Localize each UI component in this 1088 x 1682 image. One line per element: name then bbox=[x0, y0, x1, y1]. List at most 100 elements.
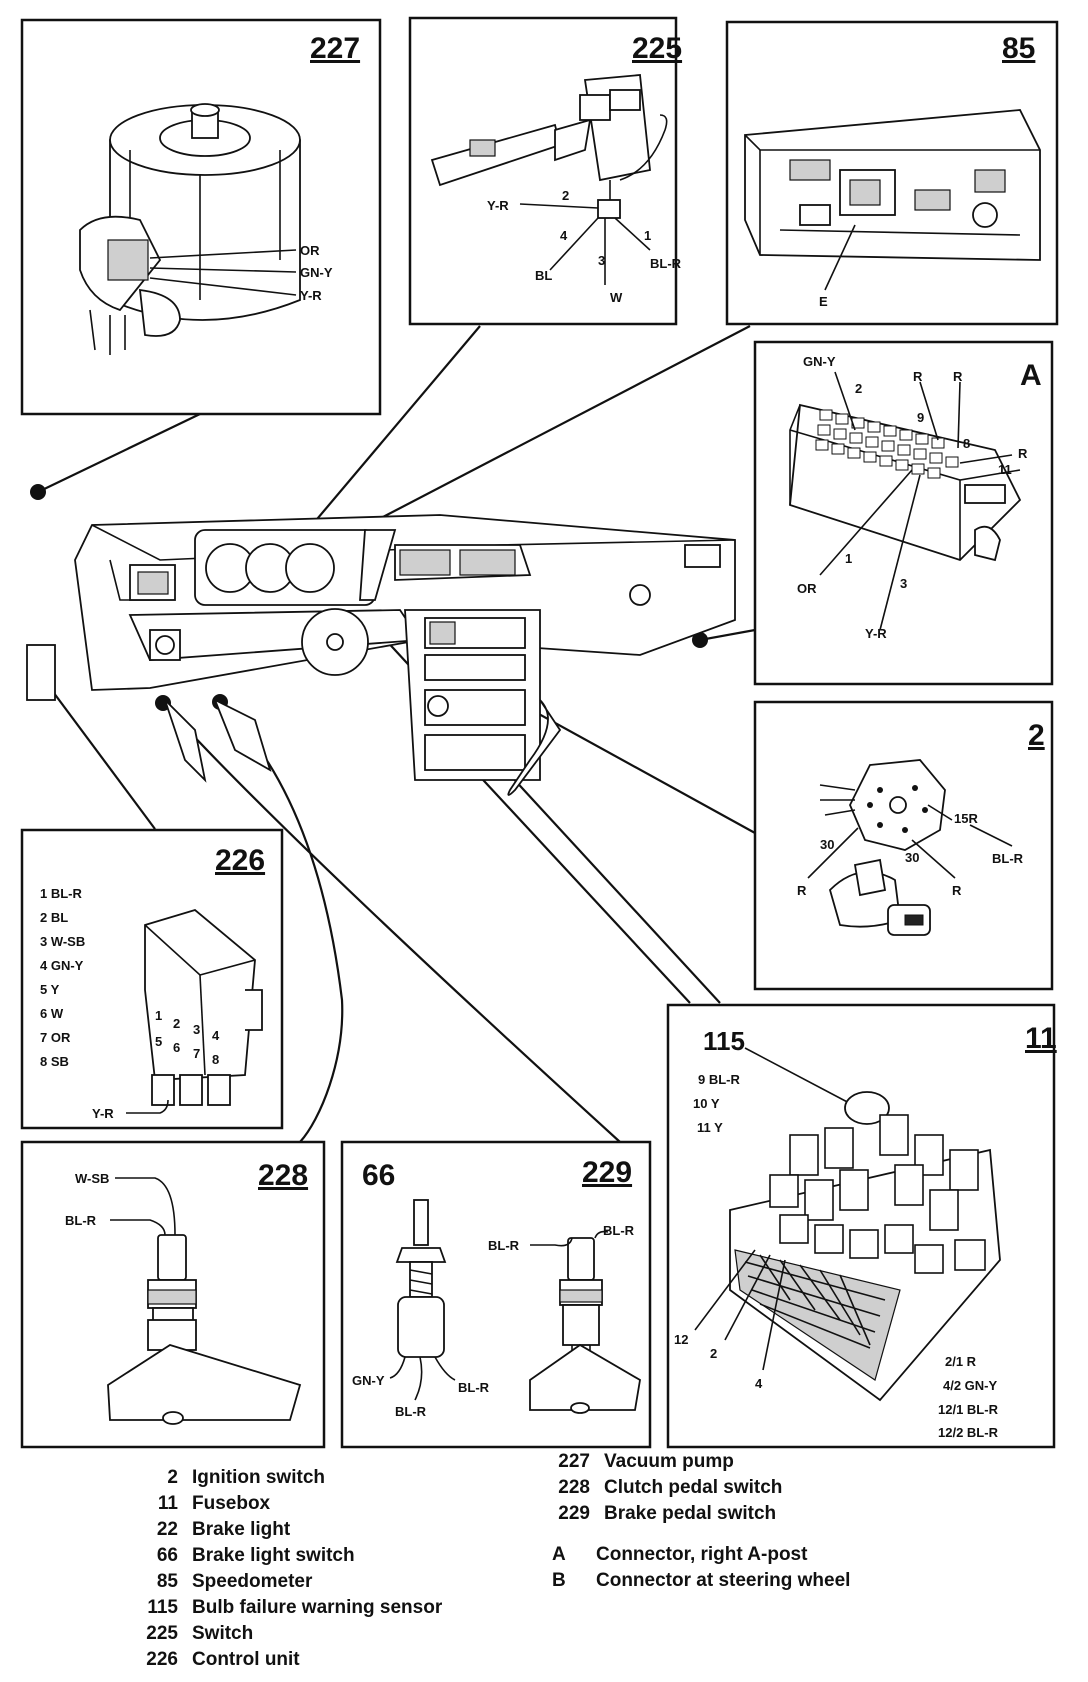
wire-label-bl: BL bbox=[535, 268, 552, 283]
pin-list-item: 6 W bbox=[40, 1006, 64, 1021]
fuse-list2-item: 2/1 R bbox=[945, 1354, 977, 1369]
pin-label-4: 4 bbox=[755, 1376, 763, 1391]
wire-label-w-sb: W-SB bbox=[75, 1171, 109, 1186]
pin-1: 1 bbox=[155, 1008, 162, 1023]
fuse-list-item: 10 Y bbox=[693, 1096, 720, 1111]
fuse-list2-item: 12/2 BL-R bbox=[938, 1425, 999, 1440]
wire-label-bl-r: BL-R bbox=[458, 1380, 490, 1395]
pin-label-4: 4 bbox=[560, 228, 568, 243]
box-226: 226 1 BL-R 2 BL 3 W-SB 4 GN-Y 5 Y 6 W 7 … bbox=[20, 828, 284, 1130]
pin-label-2: 2 bbox=[855, 381, 862, 396]
pin-8: 8 bbox=[212, 1052, 219, 1067]
box-229-number: 229 bbox=[582, 1156, 632, 1189]
fuse-list2-item: 4/2 GN-Y bbox=[943, 1378, 998, 1393]
switch-drawing bbox=[430, 74, 668, 219]
wire-label-r: R bbox=[953, 369, 963, 384]
wire-label-bl-r: BL-R bbox=[488, 1238, 520, 1253]
pin-5: 5 bbox=[155, 1034, 162, 1049]
box-2: 2 15R BL-R 30 30 R R bbox=[753, 700, 1054, 991]
pin-label-2: 2 bbox=[710, 1346, 717, 1361]
box-227: 227 OR GN-Y Y-R bbox=[20, 18, 382, 416]
wire-label-or: OR bbox=[300, 243, 320, 258]
wire-label-r: R bbox=[797, 883, 807, 898]
wire-label-gn-y: GN-Y bbox=[352, 1373, 385, 1388]
wire-label-gn-y: GN-Y bbox=[300, 265, 333, 280]
dashboard-illustration bbox=[26, 514, 736, 796]
box-11-number: 11 bbox=[1025, 1022, 1057, 1055]
wire-label-r: R bbox=[913, 369, 923, 384]
pin-2: 2 bbox=[173, 1016, 180, 1031]
box-228-number: 228 bbox=[258, 1159, 308, 1192]
pin-list-item: 1 BL-R bbox=[40, 886, 83, 901]
legend-spacer bbox=[552, 1527, 850, 1542]
fuse-list-item: 9 BL-R bbox=[698, 1072, 741, 1087]
wire-label-or: OR bbox=[797, 581, 817, 596]
pin-label-12: 12 bbox=[674, 1332, 688, 1347]
pin-list-item: 7 OR bbox=[40, 1030, 71, 1045]
fuse-list-item: 11 Y bbox=[697, 1120, 723, 1135]
box-a: A bbox=[753, 340, 1054, 686]
box-2-number: 2 bbox=[1028, 719, 1045, 752]
pin-label-30: 30 bbox=[820, 837, 834, 852]
brake-pedal-switch-drawing bbox=[529, 1237, 641, 1414]
pin-4: 4 bbox=[212, 1028, 220, 1043]
pin-label-1: 1 bbox=[644, 228, 651, 243]
wire-label-bl-r: BL-R bbox=[603, 1223, 635, 1238]
wire-label-15r: 15R bbox=[954, 811, 978, 826]
speedometer-drawing bbox=[744, 109, 1041, 261]
fusebox-drawing bbox=[729, 1091, 1001, 1402]
pin-label-3: 3 bbox=[900, 576, 907, 591]
wire-label-bl-r: BL-R bbox=[650, 256, 682, 271]
wire-label-r: R bbox=[1018, 446, 1028, 461]
box-a-number: A bbox=[1020, 359, 1042, 392]
pin-label-2: 2 bbox=[562, 188, 569, 203]
box-225-number: 225 bbox=[632, 32, 682, 65]
brake-light-switch-drawing bbox=[395, 1199, 447, 1358]
wire-label-bl-r: BL-R bbox=[395, 1404, 427, 1419]
box-227-number: 227 bbox=[310, 32, 360, 65]
box-229: 66 229 BL-R BL-R GN-Y BL-R BL-R bbox=[340, 1140, 652, 1449]
wire-label-y-r: Y-R bbox=[300, 288, 322, 303]
pin-7: 7 bbox=[193, 1046, 200, 1061]
pin-label-9: 9 bbox=[917, 410, 924, 425]
wire-label-w: W bbox=[610, 290, 623, 305]
pin-list-item: 8 SB bbox=[40, 1054, 69, 1069]
pin-list-item: 3 W-SB bbox=[40, 934, 85, 949]
box-228: 228 W-SB BL-R bbox=[20, 1140, 326, 1449]
wire-label-gn-y: GN-Y bbox=[803, 354, 836, 369]
brake-light-switch-number: 66 bbox=[362, 1159, 395, 1192]
sensor-number-115: 115 bbox=[703, 1026, 745, 1056]
wire-label-y-r: Y-R bbox=[487, 198, 509, 213]
fuse-list2-item: 12/1 BL-R bbox=[938, 1402, 999, 1417]
pin-list-item: 4 GN-Y bbox=[40, 958, 84, 973]
box-225: 225 Y-R 2 4 BL 3 W 1 BL-R bbox=[408, 16, 682, 326]
box-85-number: 85 bbox=[1002, 32, 1035, 65]
wire-label-y-r: Y-R bbox=[92, 1106, 114, 1121]
box-226-number: 226 bbox=[215, 844, 265, 877]
ignition-switch-drawing bbox=[819, 759, 946, 936]
pin-label-3: 3 bbox=[598, 253, 605, 268]
connector-drawing bbox=[789, 403, 1022, 562]
pin-label-1: 1 bbox=[845, 551, 852, 566]
pin-label-8: 8 bbox=[963, 436, 970, 451]
box-11: 11 115 9 BL-R 10 Y 11 Y 12 bbox=[666, 1003, 1057, 1449]
wire-label-y-r: Y-R bbox=[865, 626, 887, 641]
wire-label-bl-r: BL-R bbox=[992, 851, 1024, 866]
wire-label-bl-r: BL-R bbox=[65, 1213, 97, 1228]
box-85: 85 E bbox=[725, 20, 1059, 326]
clutch-switch-drawing bbox=[107, 1234, 302, 1425]
